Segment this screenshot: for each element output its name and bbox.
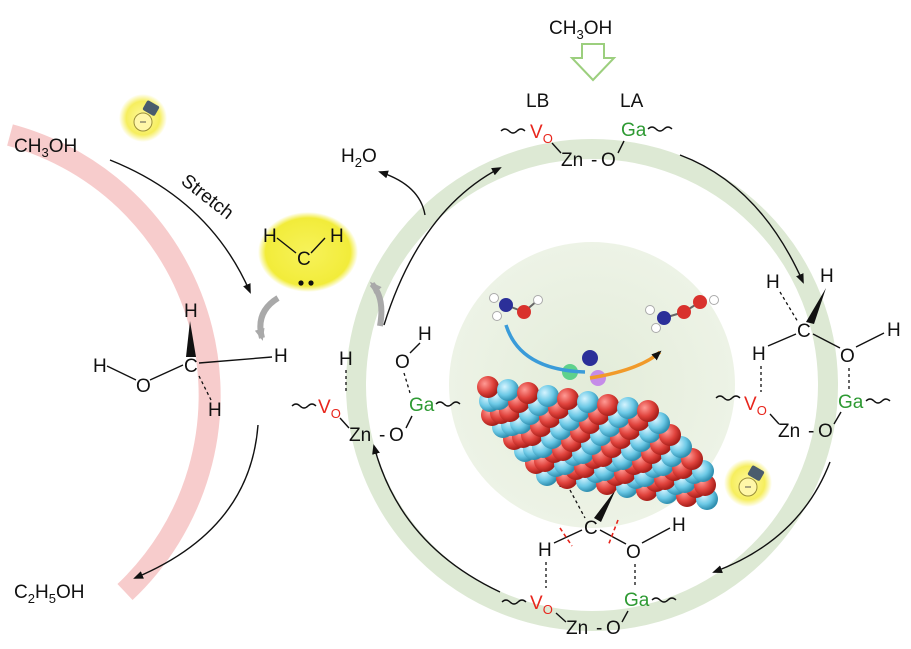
lb-label: LB [526, 91, 549, 112]
svg-text:H: H [330, 226, 344, 247]
svg-text:O: O [136, 376, 151, 397]
svg-text:H: H [418, 324, 432, 345]
methanol-intermediate: H H O C H H [93, 301, 288, 421]
catalyst-slab [477, 350, 718, 510]
svg-text:VO: VO [530, 122, 553, 146]
svg-text:-: - [808, 421, 814, 442]
methanol-molecule-left [489, 293, 543, 321]
right-cycle-band [346, 139, 838, 631]
svg-text:H: H [93, 356, 107, 377]
svg-text:C: C [297, 249, 311, 270]
svg-text:O: O [818, 421, 833, 442]
svg-text:Zn: Zn [561, 150, 583, 171]
svg-text:H: H [887, 320, 901, 341]
top-active-site: VO Ga Zn - O [500, 120, 673, 171]
lattice-atom [477, 376, 499, 398]
svg-text:O: O [606, 618, 621, 639]
cycle-arrow-left-top [383, 167, 502, 326]
svg-text:O: O [389, 425, 404, 446]
right-lightbulb-icon [724, 459, 772, 507]
lattice-atom [577, 391, 599, 413]
svg-text:H: H [184, 301, 198, 322]
svg-text:O: O [395, 352, 410, 373]
migration-path-blue [504, 324, 586, 374]
carbene-transfer-arrow [254, 295, 280, 341]
svg-text:Zn: Zn [349, 425, 371, 446]
water-release-arrow [378, 170, 426, 216]
left-product-arrow [133, 424, 259, 579]
water-label: H2O [341, 146, 377, 170]
carbene-release-arrow [369, 281, 385, 327]
svg-text:H: H [820, 266, 834, 287]
migration-path-orange [589, 350, 662, 380]
cycle-arrow-bottom-left [372, 444, 501, 593]
svg-text:H: H [766, 272, 780, 293]
la-label: LA [620, 91, 644, 112]
stretch-label: Stretch [177, 170, 237, 224]
lattice-atom [537, 385, 559, 407]
svg-text:Zn: Zn [566, 618, 588, 639]
svg-text:H: H [538, 540, 552, 561]
svg-text:H: H [672, 515, 686, 536]
svg-text:Ga: Ga [409, 395, 435, 416]
lattice-atom [637, 400, 659, 422]
svg-text:H: H [208, 400, 222, 421]
lattice-atom [517, 382, 539, 404]
lattice-atom [617, 397, 639, 419]
svg-text:H: H [274, 346, 288, 367]
feed-label: CH3OH [549, 18, 612, 42]
lattice-atom [557, 388, 579, 410]
svg-text:-: - [379, 425, 385, 446]
svg-text:VO: VO [530, 593, 553, 617]
left-lightbulb-icon [119, 94, 167, 142]
left-reactant-label: CH3OH [14, 136, 77, 160]
svg-text:O: O [840, 346, 855, 367]
svg-text:H: H [263, 226, 277, 247]
svg-text:C: C [184, 356, 198, 377]
carbene-bubble: H H C [258, 212, 358, 292]
feed-arrow-icon [569, 43, 617, 82]
lattice-atom [497, 379, 519, 401]
svg-text:VO: VO [318, 397, 341, 421]
left-product-label: C2H5OH [14, 582, 84, 606]
svg-text:Ga: Ga [838, 392, 864, 413]
surface-site-atom [582, 350, 598, 366]
svg-text:C: C [797, 321, 811, 342]
lattice-atom [597, 394, 619, 416]
svg-text:O: O [626, 542, 641, 563]
stretch-arrow [109, 159, 251, 294]
svg-text:Ga: Ga [624, 590, 650, 611]
svg-text:H: H [752, 344, 766, 365]
methanol-molecule-right [645, 295, 719, 333]
right-active-site: H H C H O H VO Ga Zn - O [715, 266, 901, 442]
svg-text:-: - [596, 618, 602, 639]
svg-text:Ga: Ga [621, 120, 647, 141]
left-cycle-band [7, 124, 221, 600]
svg-text:VO: VO [744, 394, 767, 418]
svg-text:Zn: Zn [778, 421, 800, 442]
svg-text:-: - [591, 150, 597, 171]
svg-text:O: O [601, 150, 616, 171]
left-active-site: H O H VO Ga Zn - O [291, 324, 461, 446]
svg-text:C: C [584, 518, 598, 539]
cycle-arrow-top-right [679, 154, 804, 284]
cycle-arrow-right-lower [712, 461, 831, 573]
svg-text:H: H [339, 349, 353, 370]
